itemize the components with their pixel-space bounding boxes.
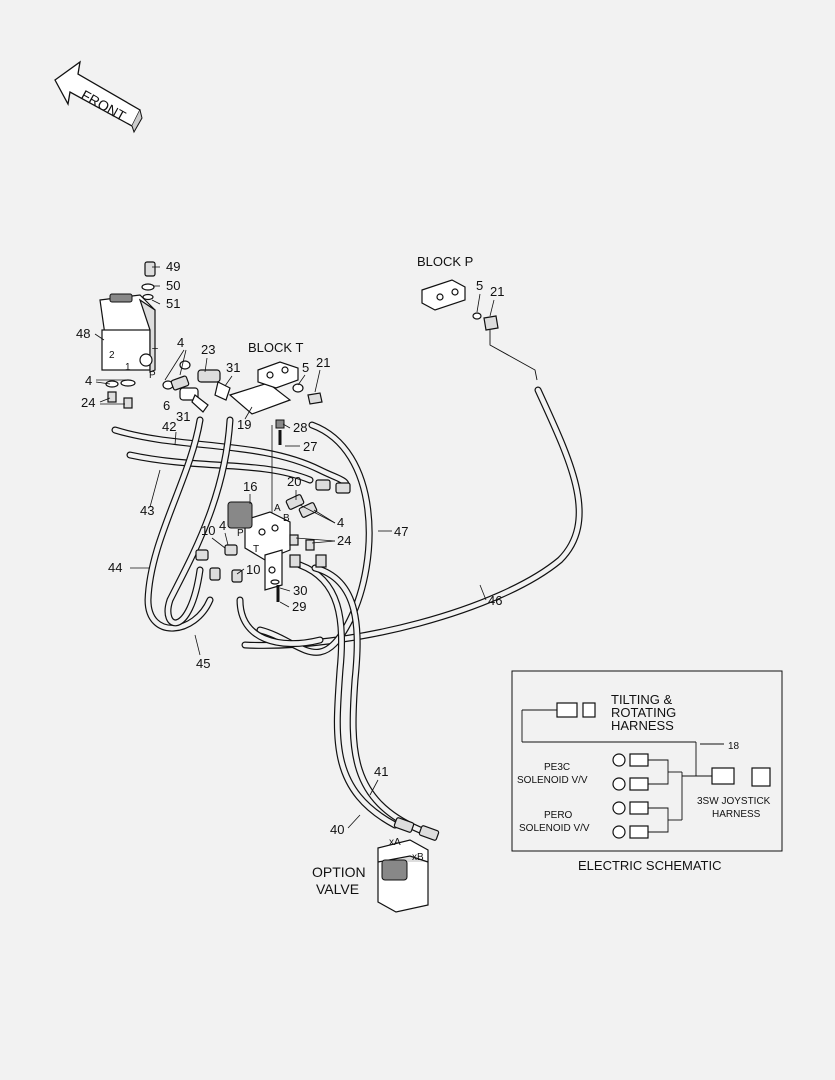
port-t2: T <box>253 544 259 555</box>
fittings-upper-left <box>107 360 231 413</box>
block-t <box>228 361 323 580</box>
callout-10b: 10 <box>246 562 260 577</box>
option-valve-line2: VALVE <box>316 881 359 897</box>
callout-31b: 31 <box>176 409 190 424</box>
block-t-label: BLOCK T <box>248 340 303 355</box>
port-a: A <box>274 503 281 514</box>
leader-lines <box>94 266 495 829</box>
callout-28: 28 <box>293 420 307 435</box>
callout-16: 16 <box>243 479 257 494</box>
front-arrow: FRONT <box>54 60 143 134</box>
callout-40: 40 <box>330 822 344 837</box>
callout-41: 41 <box>374 764 388 779</box>
electric-schematic-title: ELECTRIC SCHEMATIC <box>578 858 722 873</box>
pero-connector-icons <box>612 801 649 839</box>
joystick-label-2: HARNESS <box>712 809 761 820</box>
joystick-label-1: 3SW JOYSTICK <box>697 796 771 807</box>
callout-27: 27 <box>303 439 317 454</box>
callout-47: 47 <box>394 524 408 539</box>
callout-4a: 4 <box>177 335 184 350</box>
callout-labels: 49 50 51 48 2 1 T P 4 23 31 4 6 31 24 42… <box>76 254 504 897</box>
callout-42: 42 <box>162 419 176 434</box>
joystick-connector-icon <box>711 767 735 785</box>
port-1: 1 <box>125 362 131 373</box>
port-xa: xA <box>389 837 401 848</box>
callout-4b: 4 <box>85 373 92 388</box>
fittings-center <box>195 479 351 602</box>
callout-21b: 21 <box>490 284 504 299</box>
callout-18: 18 <box>728 741 740 752</box>
callout-10a: 10 <box>201 523 215 538</box>
tilting-label-3: HARNESS <box>611 718 674 733</box>
schematic-frame <box>511 670 783 852</box>
callout-50: 50 <box>166 278 180 293</box>
callout-30: 30 <box>293 583 307 598</box>
port-p1: P <box>149 370 156 381</box>
tilting-label-1: TILTING & <box>611 692 672 707</box>
option-valve-line1: OPTION <box>312 864 366 880</box>
callout-5b: 5 <box>476 278 483 293</box>
port-b: B <box>283 513 290 524</box>
callout-6: 6 <box>163 398 170 413</box>
callout-43: 43 <box>140 503 154 518</box>
pe3c-label-2: SOLENOID V/V <box>517 775 588 786</box>
callout-4c: 4 <box>337 515 344 530</box>
callout-29: 29 <box>292 599 306 614</box>
callout-21a: 21 <box>316 355 330 370</box>
callout-48: 48 <box>76 326 90 341</box>
callout-5a: 5 <box>302 360 309 375</box>
callout-45: 45 <box>196 656 210 671</box>
callout-51: 51 <box>166 296 180 311</box>
callout-20: 20 <box>287 474 301 489</box>
callout-19: 19 <box>237 417 251 432</box>
callout-24b: 24 <box>337 533 351 548</box>
solenoid-block <box>227 501 291 591</box>
callout-4d: 4 <box>219 518 226 533</box>
callout-31a: 31 <box>226 360 240 375</box>
callout-44: 44 <box>108 560 122 575</box>
callout-46: 46 <box>488 593 502 608</box>
joystick-assembly <box>99 261 156 388</box>
pero-label-1: PERO <box>544 810 573 821</box>
pe3c-label-1: PE3C <box>544 762 570 773</box>
tilting-connector-icon <box>556 702 578 718</box>
pero-label-2: SOLENOID V/V <box>519 823 590 834</box>
tilting-label-2: ROTATING <box>611 705 676 720</box>
port-t1: T <box>152 347 158 358</box>
callout-23: 23 <box>201 342 215 357</box>
option-valve <box>377 817 440 913</box>
callout-49: 49 <box>166 259 180 274</box>
pe3c-connector-icons <box>612 753 649 791</box>
port-2: 2 <box>109 350 115 361</box>
port-xb: xB <box>412 852 424 863</box>
port-p2: P <box>237 528 244 539</box>
electric-schematic: TILTING & ROTATING HARNESS 18 PE3C SOLEN… <box>511 670 783 873</box>
block-p <box>421 279 499 331</box>
block-p-label: BLOCK P <box>417 254 473 269</box>
hoses <box>111 386 583 834</box>
callout-24a: 24 <box>81 395 95 410</box>
